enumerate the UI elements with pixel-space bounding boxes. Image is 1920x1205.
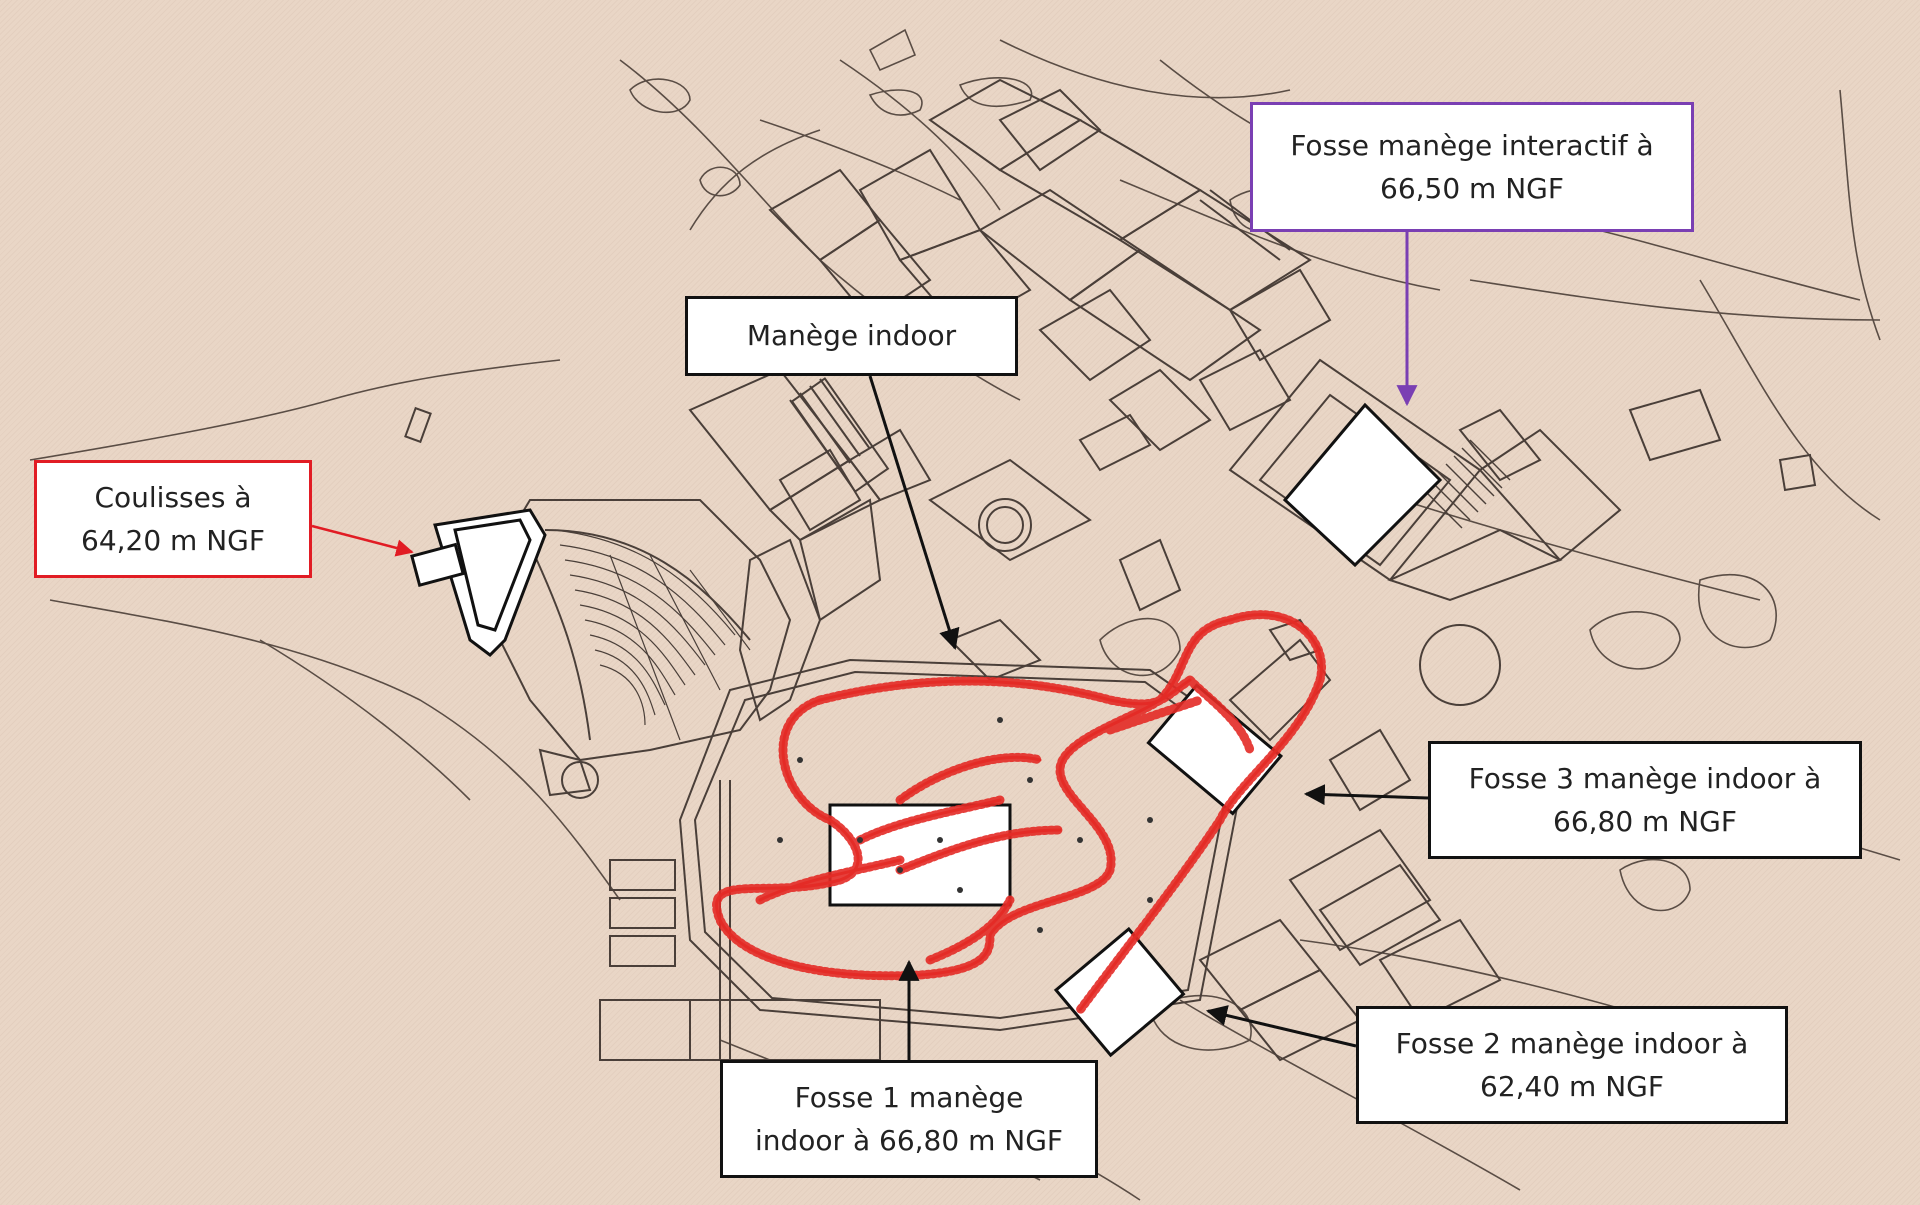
amphitheatre [404, 406, 822, 799]
plan-dots [777, 717, 1153, 933]
fosse3-arrow [1303, 784, 1429, 806]
callout-fosse3-line1: Fosse 3 manège indoor à [1468, 761, 1822, 795]
callout-coulisses-line1: Coulisses à [94, 480, 252, 514]
callout-fosse1-line2: indoor à 66,80 m NGF [754, 1124, 1063, 1157]
central-buildings [688, 368, 1501, 706]
callout-fosse3: Fosse 3 manège indoor à 66,80 m NGF [1428, 741, 1862, 859]
coulisses-block [410, 508, 547, 657]
callout-fosse1: Fosse 1 manège indoor à 66,80 m NGF [720, 1060, 1098, 1178]
callout-fosse2-line1: Fosse 2 manège indoor à [1395, 1026, 1749, 1060]
coulisses-arrow [311, 524, 414, 557]
interactif-building [1078, 358, 1817, 602]
callout-fosse-interactif-line2: 66,50 m NGF [1380, 172, 1564, 205]
callout-fosse1-line1: Fosse 1 manège [794, 1080, 1024, 1114]
callout-coulisses: Coulisses à 64,20 m NGF [34, 460, 312, 578]
callout-coulisses-line2: 64,20 m NGF [81, 524, 265, 557]
callout-fosse2-line2: 62,40 m NGF [1480, 1070, 1664, 1103]
interactif-pit [1282, 402, 1443, 568]
callout-fosse-interactif: Fosse manège interactif à 66,50 m NGF [1250, 102, 1694, 232]
callout-fosse-interactif-line1: Fosse manège interactif à [1290, 128, 1654, 162]
callout-fosse3-line2: 66,80 m NGF [1553, 805, 1737, 838]
fosse2-arrow [1205, 1005, 1357, 1048]
indoor-arrow [868, 375, 960, 651]
leader-arrows [311, 232, 1429, 1060]
callout-manege-indoor: Manège indoor [685, 296, 1018, 376]
coaster-track [712, 610, 1326, 1015]
fosse2-pit [1053, 926, 1186, 1058]
callout-manege-indoor-line1: Manège indoor [746, 319, 957, 353]
north-buildings [768, 78, 1332, 452]
callout-fosse2: Fosse 2 manège indoor à 62,40 m NGF [1356, 1006, 1788, 1124]
